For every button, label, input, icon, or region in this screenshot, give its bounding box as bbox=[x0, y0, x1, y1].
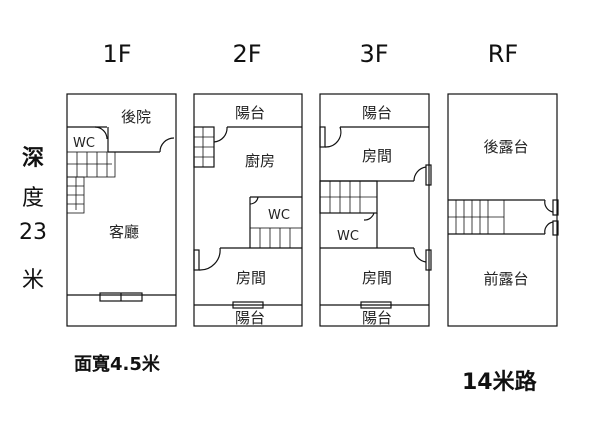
depth-label-char: 度 bbox=[21, 186, 44, 211]
stairs-icon bbox=[194, 127, 303, 249]
room-label: 房間 bbox=[236, 269, 266, 287]
floor-title-1f: 1F bbox=[102, 40, 132, 68]
floor-title-2f: 2F bbox=[232, 40, 262, 68]
room-label: WC bbox=[73, 136, 95, 151]
room-label: 陽台 bbox=[362, 309, 392, 327]
floor-plan-2f bbox=[193, 93, 303, 327]
stairs-icon bbox=[66, 151, 116, 214]
depth-label-char: 深 bbox=[21, 146, 44, 171]
room-label: 房間 bbox=[362, 147, 392, 165]
room-label: WC bbox=[337, 229, 359, 244]
room-label: 陽台 bbox=[235, 104, 265, 122]
floor-plan-1f bbox=[66, 93, 177, 327]
floor-title-3f: 3F bbox=[359, 40, 389, 68]
floor-plan-rf bbox=[447, 93, 559, 327]
room-label: 廚房 bbox=[245, 152, 275, 170]
floor-title-rf: RF bbox=[487, 40, 519, 68]
floor-plan-3f bbox=[319, 93, 432, 327]
road-label: 14米路 bbox=[462, 370, 537, 395]
stairs-icon bbox=[448, 200, 505, 234]
room-label: 房間 bbox=[362, 269, 392, 287]
room-label: 陽台 bbox=[362, 104, 392, 122]
room-label: WC bbox=[268, 208, 290, 223]
room-label: 前露台 bbox=[483, 270, 528, 288]
room-label: 陽台 bbox=[235, 309, 265, 327]
width-label: 面寬4.5米 bbox=[74, 354, 160, 375]
room-label: 後露台 bbox=[483, 138, 528, 156]
stairs-icon bbox=[320, 181, 377, 213]
room-label: 客廳 bbox=[109, 223, 139, 241]
depth-label-value: 23 bbox=[19, 220, 47, 245]
room-label: 後院 bbox=[121, 108, 151, 126]
depth-label-char: 米 bbox=[21, 268, 44, 293]
